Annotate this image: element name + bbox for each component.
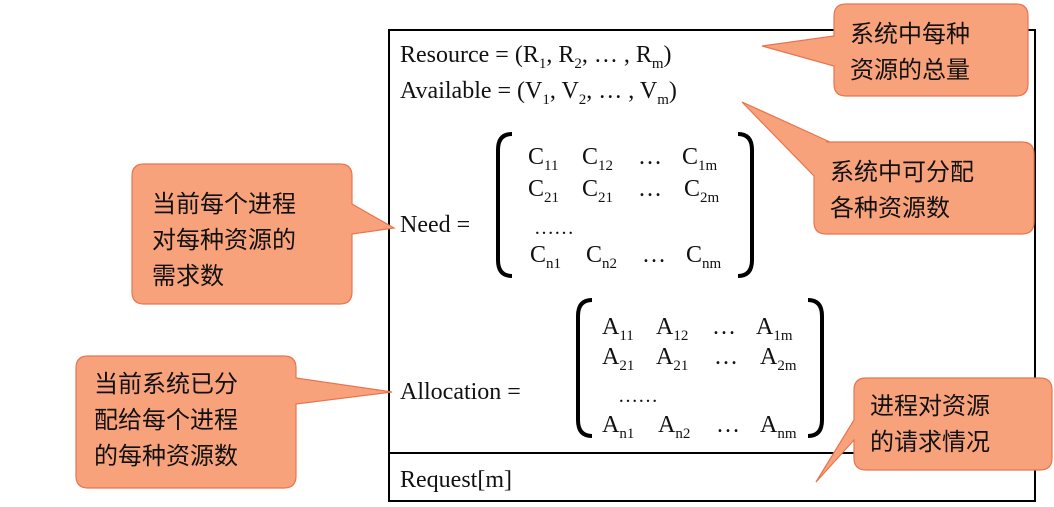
need-row-n: Cn1 Cn2 … Cnm [530,242,722,274]
need-row-1: C11 C12 … C1m [528,144,718,176]
svg-text:对每种资源的: 对每种资源的 [152,226,296,254]
need-ellipsis: …… [534,217,574,239]
svg-text:各种资源数: 各种资源数 [830,194,950,222]
allocation-row-1: A11 A12 … A1m [602,314,793,346]
callout-available-resources: 系统中可分配 各种资源数 [741,101,1035,235]
svg-text:的每种资源数: 的每种资源数 [94,442,238,470]
allocation-label: Allocation = [400,379,521,405]
available-equation: Available = (V1, V2, … , Vm) [400,78,677,108]
svg-text:需求数: 需求数 [152,262,224,290]
resource-equation: Resource = (R1, R2, … , Rm) [400,42,672,72]
callout-request: 进程对资源 的请求情况 [815,377,1053,483]
main-frame [388,29,1036,502]
need-right-bracket [737,132,754,278]
svg-text:系统中每种: 系统中每种 [850,20,970,48]
allocation-row-n: An1 An2 … Anm [602,412,797,444]
allocation-right-bracket [807,298,824,438]
allocation-left-bracket [576,298,593,438]
svg-text:资源的总量: 资源的总量 [850,56,970,84]
svg-text:系统中可分配: 系统中可分配 [830,158,974,186]
request-label: Request[m] [400,467,512,493]
callout-need: 当前每个进程 对每种资源的 需求数 [131,163,396,305]
svg-text:的请求情况: 的请求情况 [870,428,990,456]
need-row-2: C21 C21 … C2m [528,176,720,208]
svg-text:当前每个进程: 当前每个进程 [152,190,296,218]
need-label: Need = [400,212,470,238]
callout-total-resources: 系统中每种 资源的总量 [761,3,1029,97]
svg-text:当前系统已分: 当前系统已分 [94,370,238,398]
need-left-bracket [496,132,513,278]
allocation-ellipsis: …… [618,385,658,407]
svg-text:进程对资源: 进程对资源 [870,392,990,420]
allocation-row-2: A21 A21 … A2m [602,344,797,376]
svg-text:配给每个进程: 配给每个进程 [94,406,238,434]
callout-allocation: 当前系统已分 配给每个进程 的每种资源数 [75,355,393,489]
